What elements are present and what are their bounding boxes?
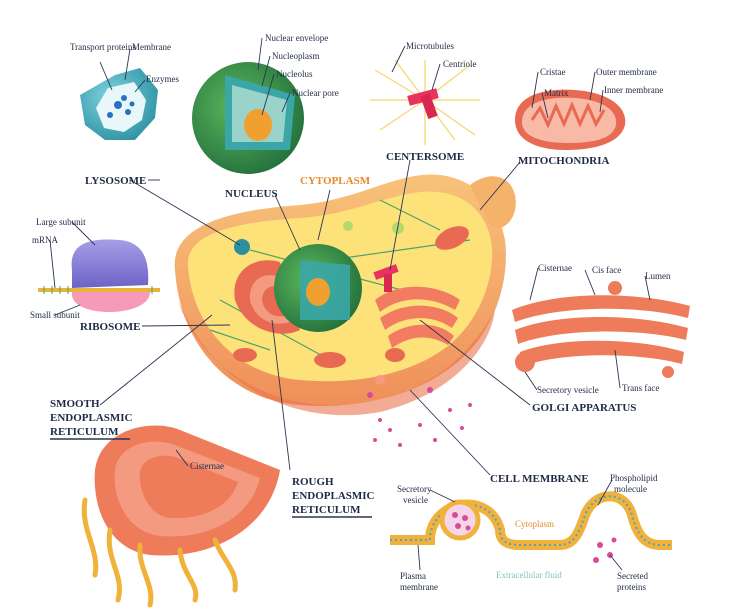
golgi-inset [512, 281, 690, 378]
label-centriole: Centriole [443, 59, 477, 69]
label-mitochondria: MITOCHONDRIA [518, 155, 610, 167]
nucleus-inset [192, 62, 304, 174]
label-ribosome: RIBOSOME [80, 321, 141, 333]
label-cisternae-er: Cisternae [190, 461, 224, 471]
golgi-in-cell [375, 286, 460, 348]
secreted-dots [373, 403, 472, 447]
label-phospholipid-1: Phospholipid [610, 473, 658, 483]
label-cristae: Cristae [540, 67, 566, 77]
label-nuclear-pore: Nuclear pore [292, 88, 339, 98]
label-cis-face: Cis face [592, 265, 621, 275]
label-smooth-er-2: ENDOPLASMIC [50, 412, 133, 424]
label-lumen: Lumen [645, 271, 671, 281]
label-phospholipid-2: molecule [614, 484, 647, 494]
label-lysosome: LYSOSOME [85, 175, 146, 187]
label-rough-er-2: ENDOPLASMIC [292, 490, 375, 502]
ribosome-inset [38, 239, 160, 312]
label-rough-er-1: ROUGH [292, 476, 334, 488]
label-extracellular-fluid: Extracellular fluid [496, 570, 562, 580]
label-smooth-er-1: SMOOTH [50, 398, 100, 410]
label-cell-membrane: CELL MEMBRANE [490, 473, 589, 485]
label-large-subunit: Large subunit [36, 217, 86, 227]
label-secretory-vesicle-1: Secretory [397, 484, 432, 494]
label-cisternae-golgi: Cisternae [538, 263, 572, 273]
leader-lines [49, 37, 651, 571]
label-small-subunit: Small subunit [30, 310, 80, 320]
label-secreted-proteins-2: proteins [617, 582, 646, 592]
label-secreted-proteins-1: Secreted [617, 571, 648, 581]
label-transport-proteins-1: Transport proteins [70, 42, 136, 52]
membrane-inset [390, 491, 672, 563]
label-microtubules: Microtubules [406, 41, 454, 51]
label-cytoplasm-inset: Cytoplasm [515, 519, 554, 529]
label-mrna: mRNA [32, 235, 59, 245]
label-matrix: Matrix [544, 88, 569, 98]
label-outer-membrane: Outer membrane [596, 67, 657, 77]
label-plasma-membrane-2: membrane [400, 582, 438, 592]
lysosome-inset [80, 68, 158, 140]
centriole-inset [407, 88, 439, 119]
label-nuclear-envelope: Nuclear envelope [265, 33, 328, 43]
label-trans-face: Trans face [622, 383, 659, 393]
label-centersome: CENTERSOME [386, 151, 464, 163]
nucleus-in-cell [274, 244, 362, 332]
label-enzymes: Enzymes [146, 74, 179, 84]
label-nucleolus: Nucleolus [276, 69, 313, 79]
label-rough-er-3: RETICULUM [292, 504, 361, 516]
label-smooth-er-3: RETICULUM [50, 426, 119, 438]
label-golgi-apparatus: GOLGI APPARATUS [532, 402, 636, 414]
labels: Transport proteins Membrane Enzymes LYSO… [30, 33, 671, 592]
label-nucleus: NUCLEUS [225, 188, 278, 200]
label-plasma-membrane-1: Plasma [400, 571, 426, 581]
smooth-er-inset [81, 425, 281, 608]
label-membrane: Membrane [132, 42, 171, 52]
label-cytoplasm: CYTOPLASM [300, 175, 371, 187]
lysosome-in-cell [234, 239, 250, 255]
centrosome-in-cell [373, 264, 399, 292]
label-secretory-vesicle-2: vesicle [403, 495, 428, 505]
label-nucleoplasm: Nucleoplasm [272, 51, 320, 61]
mitochondria-inset [515, 89, 626, 150]
label-secretory-vesicle-golgi: Secretory vesicle [537, 385, 599, 395]
label-inner-membrane: Inner membrane [604, 85, 663, 95]
mitochondria-in-cell [233, 226, 469, 368]
